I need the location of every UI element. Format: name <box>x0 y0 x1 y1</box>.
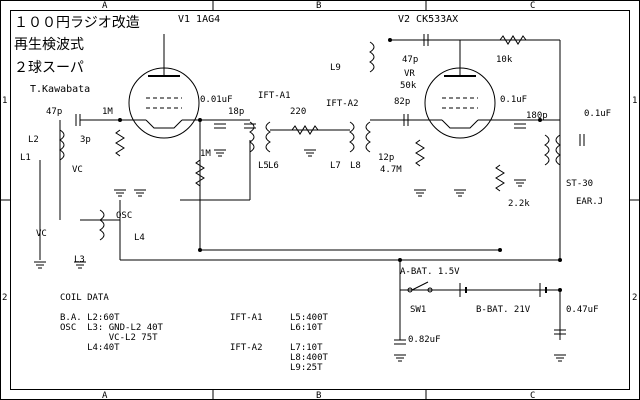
frame-col-b-top: B <box>316 1 321 11</box>
label-l2: L2 <box>28 135 39 145</box>
label-1m: 1M <box>102 107 113 117</box>
coil-data-ift-a2-l9: L9:25T <box>290 363 323 373</box>
label-4-7m: 4.7M <box>380 165 402 175</box>
frame-row-1-left: 1 <box>2 96 7 106</box>
label-l8: L8 <box>350 161 361 171</box>
label-l4: L4 <box>134 233 145 243</box>
frame-col-c-bottom: C <box>530 391 535 400</box>
junction-dots <box>118 38 562 292</box>
title-line-1: １００円ラジオ改造 <box>14 15 140 31</box>
frame-row-2-left: 2 <box>2 293 7 303</box>
coil-l9 <box>369 41 375 73</box>
label-82p: 82p <box>394 97 410 107</box>
label-18p: 18p <box>228 107 244 117</box>
battery-a <box>459 283 467 297</box>
switch-sw1 <box>407 281 433 293</box>
label-l9: L9 <box>330 63 341 73</box>
coil-data-ift-a2-l8: L8:400T <box>290 353 329 363</box>
label-l6: L6 <box>268 161 279 171</box>
label-ift-a2: IFT-A2 <box>326 99 359 109</box>
coil-data-ift-a2: IFT-A2 <box>230 343 263 353</box>
label-vc-trim: VC <box>72 165 83 175</box>
label-l7: L7 <box>330 161 341 171</box>
label-1m-b: 1M <box>200 149 211 159</box>
label-0-1uf: 0.1uF <box>500 95 527 105</box>
coil-data-line-1: B.A. L2:60T <box>60 313 120 323</box>
label-47p-left: 47p <box>46 107 62 117</box>
tube-v1 <box>128 40 200 139</box>
label-0-47uf: 0.47uF <box>566 305 599 315</box>
label-220: 220 <box>290 107 306 117</box>
title-line-2: 再生検波式 <box>14 37 84 53</box>
label-2-2k: 2.2k <box>508 199 530 209</box>
label-vc-main: VC <box>36 229 47 239</box>
resistor-1m <box>195 159 205 187</box>
label-0-82uf: 0.82uF <box>408 335 441 345</box>
frame-row-2-right: 2 <box>632 293 637 303</box>
label-0-01uf: 0.01uF <box>200 95 233 105</box>
label-ift-a1: IFT-A1 <box>258 91 291 101</box>
resistor-2-2k <box>495 164 505 192</box>
coil-osc <box>99 209 105 241</box>
resistor-10k <box>499 35 527 45</box>
label-st-30: ST-30 <box>566 179 593 189</box>
circuit-wiring <box>39 34 561 340</box>
frame-row-1-right: 1 <box>632 96 637 106</box>
label-12p: 12p <box>378 153 394 163</box>
coil-ift-a2 <box>349 121 371 153</box>
label-l3: L3 <box>74 255 85 265</box>
label-sw1: SW1 <box>410 305 426 315</box>
label-l1: L1 <box>20 153 31 163</box>
coil-data-ift-a1: IFT-A1 <box>230 313 263 323</box>
coil-l2 <box>59 129 65 161</box>
resistor-1m-grid <box>115 129 125 157</box>
label-a-bat: A-BAT. 1.5V <box>400 267 460 277</box>
coil-data-heading: COIL DATA <box>60 293 109 303</box>
label-l5: L5 <box>258 161 269 171</box>
tube-v1-label: V1 1AG4 <box>178 14 220 25</box>
author: T.Kawabata <box>30 84 90 95</box>
coil-data-ift-a1-l5: L5:400T <box>290 313 329 323</box>
frame-col-a-top: A <box>102 1 108 11</box>
tube-v2-label: V2 CK533AX <box>398 14 458 25</box>
battery-b <box>539 283 547 297</box>
tube-v2 <box>424 40 496 139</box>
coil-data-line-3: VC-L2 75T <box>60 333 158 343</box>
coil-data-ift-a2-l7: L7:10T <box>290 343 323 353</box>
resistor-4-7m <box>415 139 425 167</box>
label-0-1uf-ear: 0.1uF <box>584 109 611 119</box>
label-b-bat: B-BAT. 21V <box>476 305 531 315</box>
coil-ift-a1 <box>249 121 271 153</box>
coil-data-line-2: OSC L3: GND-L2 40T <box>60 323 164 333</box>
label-180p: 180p <box>526 111 548 121</box>
label-10k: 10k <box>496 55 513 65</box>
resistor-220 <box>291 125 319 135</box>
title-line-3: ２球スーパ <box>14 60 84 76</box>
frame-col-b-bottom: B <box>316 391 321 400</box>
label-ear-j: EAR.J <box>576 197 603 207</box>
label-3p: 3p <box>80 135 91 145</box>
coil-st30 <box>544 134 561 166</box>
coil-data-block: COIL DATA B.A. L2:60T OSC L3: GND-L2 40T… <box>60 293 329 373</box>
frame-col-c-top: C <box>530 1 535 11</box>
label-vr-value: 50k <box>400 81 417 91</box>
frame-col-a-bottom: A <box>102 391 108 400</box>
label-vr: VR <box>404 69 415 79</box>
ground-symbols <box>34 149 566 362</box>
label-47p-top: 47p <box>402 55 418 65</box>
label-osc: OSC <box>116 211 132 221</box>
coil-data-line-4: L4:40T <box>60 343 120 353</box>
capacitors <box>75 34 585 345</box>
coil-data-ift-a1-l6: L6:10T <box>290 323 323 333</box>
